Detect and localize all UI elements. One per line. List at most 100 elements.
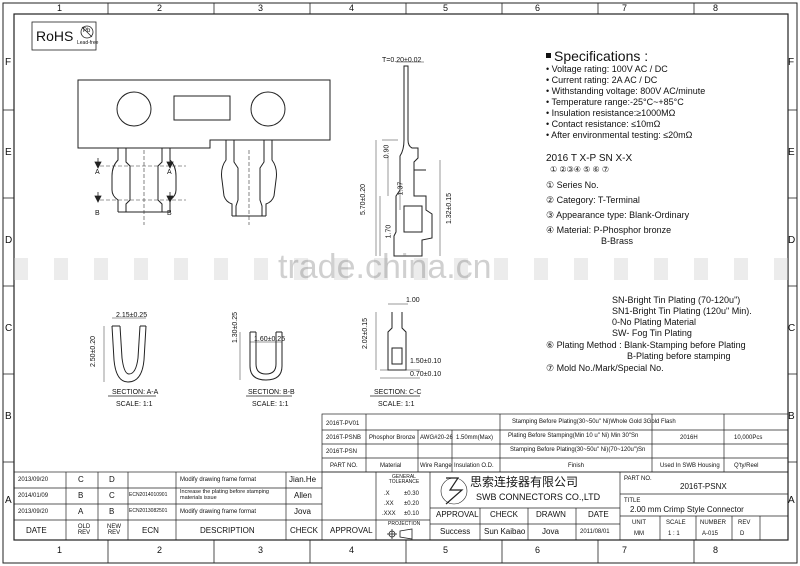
tb-rev-value: D — [740, 531, 745, 537]
tb-check-value: Sun Kaibao — [484, 527, 526, 536]
row-label-c: C — [5, 323, 13, 334]
tol-xx: .XX — [384, 501, 394, 507]
section-aa-scale: SCALE: 1:1 — [116, 401, 153, 408]
col-label-1b: 1 — [57, 545, 63, 555]
col-label-2b: 2 — [157, 545, 163, 555]
rev-r3-new: B — [109, 507, 115, 516]
rev-h-ecn: ECN — [142, 526, 159, 535]
legend-7: ⑦ Mold No./Mark/Special No. — [546, 363, 664, 373]
rev-r1-desc: Modify drawing frame format — [180, 477, 257, 483]
tb-check-label: CHECK — [490, 510, 519, 519]
section-cc-shape — [387, 312, 407, 371]
pb-label: Pb — [83, 28, 91, 34]
row-label-f-r: F — [788, 57, 795, 68]
terminal-side-profile — [393, 65, 433, 257]
mt-r2-part: 2016T-PSNB — [326, 435, 362, 441]
spec-text: Insulation resistance:≥1000MΩ — [551, 108, 676, 118]
mt-h-finish: Finish — [568, 463, 585, 469]
section-aa-shape — [111, 325, 147, 383]
tol-xxx-val: ±0.10 — [404, 511, 419, 517]
legend-5d: SW- Fog Tin Plating — [612, 328, 692, 338]
col-label-4b: 4 — [349, 545, 355, 555]
section-cc-scale: SCALE: 1:1 — [378, 401, 415, 408]
mt-h-od: Insulation O.D. — [454, 463, 494, 469]
part-code: 2016 T X-P SN X-X — [546, 153, 633, 164]
label-a-left: A — [95, 169, 100, 176]
dim-215: 2.15±0.25 — [116, 312, 148, 319]
legend-5a: SN-Bright Tin Plating (70-120u") — [612, 295, 741, 305]
dim-202: 2.02±0.15 — [362, 317, 370, 350]
rev-r2-old: B — [78, 491, 84, 500]
dim-137: 1.37 — [397, 181, 405, 196]
rev-h-date: DATE — [26, 526, 47, 535]
tb-rev-label: REV — [738, 520, 751, 526]
specs-title: Specifications : — [554, 48, 649, 64]
legend-4b: B-Brass — [601, 236, 634, 246]
spec-item: • Current rating: 2A AC / DC — [546, 75, 658, 85]
rev-r1-new: D — [109, 475, 115, 484]
dim-100: 1.00 — [406, 297, 420, 304]
mt-h-mat: Material — [380, 463, 402, 469]
rev-r1-old: C — [78, 475, 84, 484]
mt-h-qty: Q'ty/Reel — [734, 463, 759, 469]
tol-x-val: ±0.30 — [404, 491, 419, 497]
rohs-label: RoHS — [36, 28, 74, 44]
legend-6a: ⑥ Plating Method : Blank-Stamping before… — [546, 340, 746, 350]
lead-free-label: Lead-free — [77, 40, 99, 46]
rev-h-check: CHECK — [290, 526, 319, 535]
mt-r2-od: 1.50mm(Max) — [456, 435, 494, 441]
legend-4a: ④ Material: P-Phosphor bronze — [546, 225, 672, 235]
mt-r2-qty: 10,000Pcs — [734, 435, 763, 441]
dim-250: 2.50±0.20 — [90, 335, 98, 368]
mt-r2-mat: Phosphor Bronze — [369, 435, 416, 441]
rev-r2-check: Allen — [294, 491, 312, 500]
tb-drawn-label: DRAWN — [536, 510, 566, 519]
mt-h-part: PART NO. — [330, 463, 358, 469]
col-label-7b: 7 — [622, 545, 628, 555]
legend-6b: B-Plating before stamping — [627, 351, 731, 361]
watermark-band — [14, 258, 788, 280]
spec-text: Temperature range:-25°C~+85°C — [551, 97, 684, 107]
tb-drawn-value: Jova — [542, 527, 559, 536]
tb-scale-value: 1 : 1 — [668, 531, 680, 537]
company-logo-icon — [440, 477, 468, 505]
rev-r3-check: Jova — [294, 507, 311, 516]
row-label-e: E — [5, 147, 12, 158]
company-name-en: SWB CONNECTORS CO.,LTD — [476, 492, 601, 502]
row-label-e-r: E — [788, 147, 795, 158]
row-label-d: D — [5, 235, 13, 246]
row-label-f: F — [5, 57, 12, 68]
rohs-box — [31, 21, 97, 51]
section-aa-label: SECTION: A-A — [112, 389, 159, 396]
spec-item: • Contact resistance: ≤10mΩ — [546, 119, 661, 129]
mt-r2-housing: 2016H — [680, 435, 698, 441]
spec-text: Contact resistance: ≤10mΩ — [551, 119, 661, 129]
dim-070: 0.70±0.10 — [410, 371, 442, 378]
company-name-cn: 思索连接器有限公司 — [470, 475, 579, 489]
spec-text: After environmental testing: ≤20mΩ — [551, 130, 693, 140]
dim-090: 0.90 — [383, 144, 391, 159]
mt-r2-wire: AWG#20-26 — [420, 435, 453, 441]
mt-r3-part: 2016T-PSN — [326, 449, 358, 455]
section-bb-scale: SCALE: 1:1 — [252, 401, 289, 408]
rev-r2-desc: Increase the plating before stamping mat… — [180, 489, 269, 501]
rev-h-approval: APPROVAL — [330, 526, 373, 535]
spec-item: • Withstanding voltage: 800V AC/minute — [546, 86, 706, 96]
section-arrows — [94, 158, 174, 203]
row-label-d-r: D — [788, 235, 796, 246]
section-bb-label: SECTION: B-B — [248, 389, 295, 396]
label-a-right: A — [167, 169, 172, 176]
dim-132: 1.32±0.15 — [446, 192, 454, 225]
row-label-a: A — [5, 495, 12, 506]
rev-r3-date: 2013/09/20 — [18, 509, 49, 515]
legend-5b: SN1-Bright Tin Plating (120u" Min). — [612, 306, 752, 316]
legend-1: ① Series No. — [546, 180, 599, 190]
title-block-grid — [13, 471, 789, 541]
watermark-text: trade.china.cn — [278, 248, 492, 286]
tb-unit-value: MM — [634, 531, 644, 537]
tb-number-label: NUMBER — [700, 520, 727, 526]
col-label-2: 2 — [157, 3, 163, 13]
label-b-left: B — [95, 210, 100, 217]
legend-3: ③ Appearance type: Blank-Ordinary — [546, 210, 690, 220]
